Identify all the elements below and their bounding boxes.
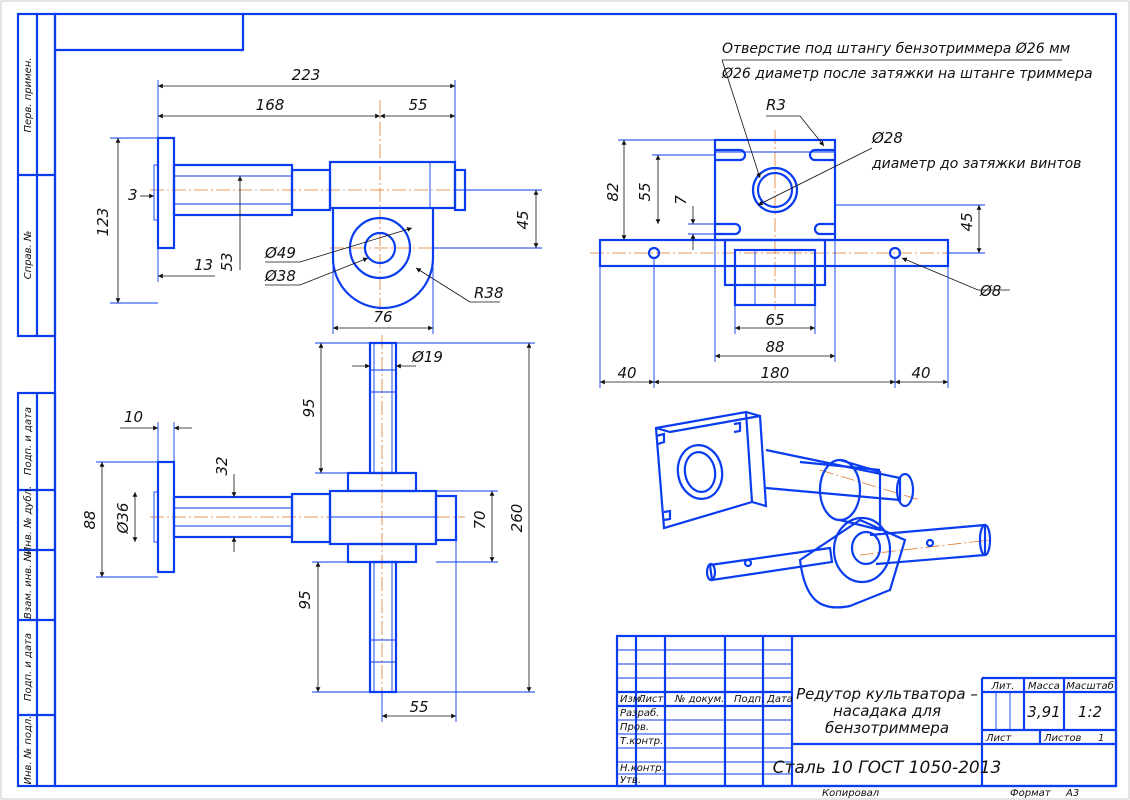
side-view xyxy=(590,130,960,310)
frame-label: Инв. № дубл. xyxy=(22,486,34,554)
drawing-name-line: насадака для xyxy=(833,702,941,720)
dim-label: Ø8 xyxy=(979,282,1001,300)
frame-label: Взам. инв. № xyxy=(23,551,34,619)
dim-label: 70 xyxy=(471,510,489,529)
title-block xyxy=(615,634,1118,788)
sheets-label: Листов xyxy=(1043,733,1081,744)
frame-label: Подп. и дата xyxy=(23,407,34,475)
copied-label: Копировал xyxy=(822,788,880,799)
frame-label: Подп. и дата xyxy=(23,633,34,701)
frame-label: Инв. № подл. xyxy=(23,716,34,785)
dim-label: 123 xyxy=(94,208,112,237)
dim-label: 45 xyxy=(514,210,532,229)
dim-label: R3 xyxy=(766,96,786,114)
dim-label: 55 xyxy=(636,182,654,201)
dim-label: 82 xyxy=(604,182,622,201)
dim-label: 260 xyxy=(508,504,526,533)
note-d28: Ø28 xyxy=(871,129,903,147)
note-after: Ø26 диаметр после затяжки на штанге трим… xyxy=(721,66,1093,82)
format-value: А3 xyxy=(1065,788,1079,799)
dim-label: 168 xyxy=(256,96,285,114)
dim-label: 3 xyxy=(128,186,138,204)
frame-label: Перв. примен. xyxy=(23,57,34,132)
tb-header: Изм. xyxy=(620,694,644,705)
dim-label: 88 xyxy=(81,510,99,529)
dim-label: 95 xyxy=(300,398,318,417)
dim-label: 53 xyxy=(218,252,236,271)
front-view-dimensions: 223 168 55 123 3 13 53 45 Ø49 Ø38 R38 76 xyxy=(94,66,542,334)
front-view xyxy=(150,100,467,310)
mass-value: 3,91 xyxy=(1027,703,1060,721)
drawing-name-line: бензотриммера xyxy=(825,719,949,737)
dim-label: Ø36 xyxy=(114,503,132,535)
tb-header: Подп. xyxy=(734,694,764,705)
dim-label: 180 xyxy=(761,364,790,382)
format-label: Формат xyxy=(1010,788,1052,799)
material: Сталь 10 ГОСТ 1050-2013 xyxy=(773,758,1002,778)
note-before: диаметр до затяжки винтов xyxy=(871,156,1081,172)
note-hole: Отверстие под штангу бензотриммера Ø26 м… xyxy=(722,41,1071,57)
dim-label: 13 xyxy=(194,256,213,274)
dim-label: Ø19 xyxy=(411,348,443,366)
dim-label: 10 xyxy=(124,408,143,426)
dim-label: 95 xyxy=(296,590,314,609)
dim-label: 32 xyxy=(213,456,231,475)
tb-row-label: Разраб. xyxy=(620,707,659,719)
dim-label: Ø49 xyxy=(264,244,296,262)
dim-label: R38 xyxy=(474,284,504,302)
sheet-label: Лист xyxy=(985,733,1013,744)
dim-label: 45 xyxy=(958,212,976,231)
tb-header: № докум. xyxy=(674,694,724,705)
mass-label: Масса xyxy=(1028,681,1060,692)
tb-row-label: Н.контр. xyxy=(620,763,665,774)
drawing-name-line: Редутор культватора – xyxy=(796,685,978,703)
dim-label: Ø38 xyxy=(264,267,296,285)
tb-header: Дата xyxy=(766,694,793,705)
lit-label: Лит. xyxy=(990,681,1014,692)
dim-label: 40 xyxy=(617,364,636,382)
dim-label: 65 xyxy=(765,311,784,329)
top-view xyxy=(150,335,465,700)
top-view-dimensions: Ø19 95 10 32 88 Ø36 70 260 95 55 xyxy=(81,342,535,722)
dim-label: 223 xyxy=(292,66,321,84)
dim-label: 7 xyxy=(672,195,690,205)
scale-value: 1:2 xyxy=(1078,703,1102,721)
dim-label: 55 xyxy=(408,96,427,114)
side-view-dimensions: Отверстие под штангу бензотриммера Ø26 м… xyxy=(599,41,1093,388)
dim-label: 40 xyxy=(911,364,930,382)
sheets-value: 1 xyxy=(1098,733,1104,744)
tb-row-label: Утв. xyxy=(620,775,641,786)
tb-row-label: Пров. xyxy=(620,722,649,733)
tb-row-label: Т.контр. xyxy=(620,736,663,747)
dim-label: 55 xyxy=(409,698,428,716)
tb-header: Лист xyxy=(637,694,665,705)
dim-label: 88 xyxy=(765,338,784,356)
scale-label: Масштаб xyxy=(1066,680,1114,692)
dim-label: 76 xyxy=(373,308,392,326)
frame-label: Справ. № xyxy=(23,231,34,280)
isometric-view xyxy=(654,410,992,609)
